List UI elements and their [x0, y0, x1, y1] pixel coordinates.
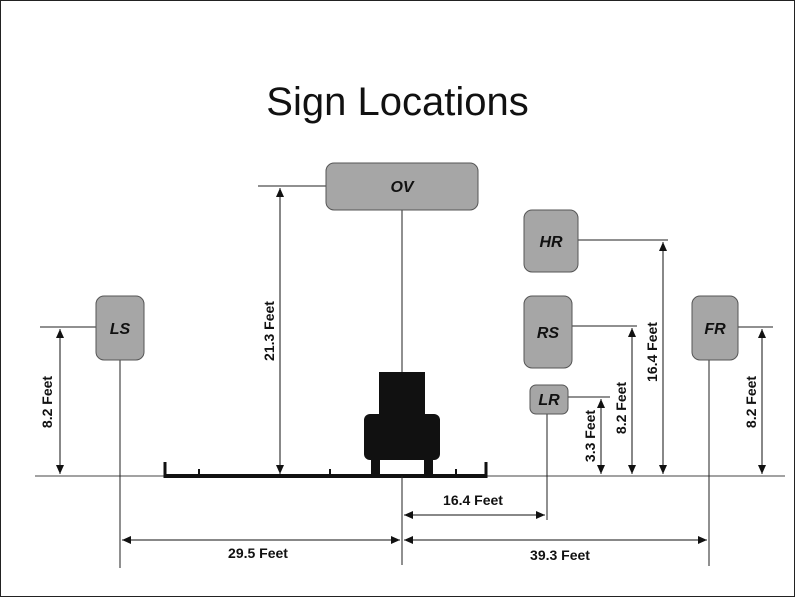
lr-height-label: 3.3 Feet	[582, 410, 598, 462]
sign-ov: OV	[325, 162, 479, 211]
sign-ls-label: LS	[110, 321, 131, 338]
vehicle-icon	[364, 372, 440, 476]
page-title: Sign Locations	[266, 80, 529, 124]
ls-offset-label: 29.5 Feet	[228, 545, 288, 561]
fr-offset-label: 39.3 Feet	[530, 547, 590, 563]
sign-rs: RS	[523, 295, 573, 369]
sign-ov-label: OV	[390, 179, 414, 196]
sign-hr: HR	[523, 209, 579, 273]
hr-height-label: 16.4 Feet	[644, 322, 660, 382]
road-bar	[163, 462, 488, 478]
sign-posts	[119, 210, 710, 568]
sign-rs-label: RS	[537, 325, 560, 342]
height-arrows	[56, 188, 766, 474]
sign-fr: FR	[691, 295, 739, 361]
rs-height-label: 8.2 Feet	[613, 382, 629, 434]
extension-lines	[40, 185, 773, 398]
ls-height-label: 8.2 Feet	[39, 376, 55, 428]
lr-offset-label: 16.4 Feet	[443, 492, 503, 508]
sign-lr-label: LR	[538, 392, 560, 409]
sign-fr-label: FR	[704, 321, 726, 338]
sign-ls: LS	[95, 295, 145, 361]
sign-lr: LR	[529, 384, 569, 415]
fr-height-label: 8.2 Feet	[743, 376, 759, 428]
ov-height-label: 21.3 Feet	[261, 301, 277, 361]
offset-arrows	[122, 511, 707, 544]
sign-hr-label: HR	[539, 234, 563, 251]
